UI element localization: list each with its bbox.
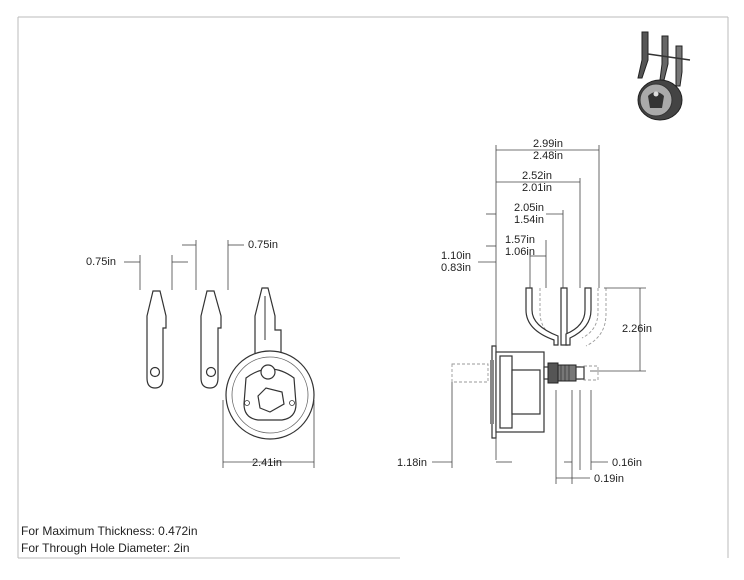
side-dimension-lines xyxy=(432,145,646,484)
dim-d2-top: 2.52in xyxy=(522,170,552,182)
blade-1 xyxy=(146,290,167,389)
dim-d5-top: 1.10in xyxy=(441,250,471,262)
dim-d1-top: 2.99in xyxy=(533,138,563,150)
dim-019-label: 0.19in xyxy=(594,473,624,485)
dim-height-label: 2.26in xyxy=(622,323,652,335)
dim-right-075 xyxy=(182,240,244,290)
dim-flange-label: 1.18in xyxy=(397,457,427,469)
lock-side-body xyxy=(490,345,545,439)
lock-iso-thumbnail-icon xyxy=(637,31,691,121)
dim-right-075-label: 0.75in xyxy=(248,239,278,251)
note-through-hole: For Through Hole Diameter: 2in xyxy=(21,541,190,555)
dim-d1-bot: 2.48in xyxy=(533,150,563,162)
dim-width-241 xyxy=(222,400,315,468)
fork-blades xyxy=(525,287,592,346)
dim-016-label: 0.16in xyxy=(612,457,642,469)
dim-d3-top: 2.05in xyxy=(514,202,544,214)
note-max-thickness: For Maximum Thickness: 0.472in xyxy=(21,524,198,538)
lock-front-face xyxy=(225,350,315,440)
blade-2 xyxy=(200,290,222,389)
dim-d4-top: 1.57in xyxy=(505,234,535,246)
dim-left-075 xyxy=(124,255,188,290)
dim-left-075-label: 0.75in xyxy=(86,256,116,268)
dim-width-label: 2.41in xyxy=(252,457,282,469)
blade-3 xyxy=(254,287,282,361)
dim-d3-bot: 1.54in xyxy=(514,214,544,226)
dim-d4-bot: 1.06in xyxy=(505,246,535,258)
dim-d2-bot: 2.01in xyxy=(522,182,552,194)
bolt-nut xyxy=(543,362,585,384)
dim-d5-bot: 0.83in xyxy=(441,262,471,274)
